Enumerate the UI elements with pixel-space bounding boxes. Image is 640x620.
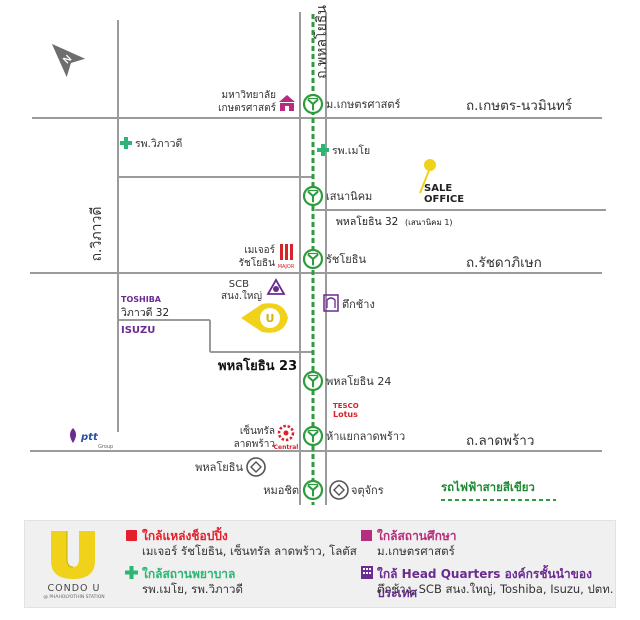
hospital-mayo-icon [317,144,329,156]
station-label-sena-nikhom: เสนานิคม [326,190,372,203]
road-label-latphrao: ถ.ลาดพร้าว [466,433,534,449]
central-logo-icon [277,424,295,442]
education-title: ใกล้สถานศึกษา [377,529,457,543]
station-label-kasetsart: ม.เกษตรศาสตร์ [326,98,400,111]
scb-logo-icon [266,278,286,295]
station-label-ratchayothin: รัชโยธิน [326,252,366,266]
hospital-title: ใกล้สถานพยาบาล [142,567,236,581]
tesco-logo-line1: TESCO [333,402,359,410]
condo-u-location-pin-icon: U [241,303,288,333]
scb-label-line1: SCB [229,279,249,290]
legend-panel: CONDO U @ PHAHOLYOTHIN STATION ใกล้แหล่ง… [24,520,616,608]
education-text: ม.เกษตรศาสตร์ [377,544,455,558]
scb-label-line2: สนง.ใหญ่ [221,290,262,302]
road-label-kaset-nawamin: ถ.เกษตร-นวมินทร์ [466,97,572,114]
university-icon [279,95,295,111]
tuek-chang-label: ตึกช้าง [342,298,375,311]
location-map: N ถ.พหลโยธิน ถ.วิภาวดี ถ.เกษตร-นวมินทร์ … [30,5,606,505]
mrt-phahonyothin-icon [246,457,266,477]
road-label-phahonyothin: ถ.พหลโยธิน [313,5,330,79]
road-label-phahonyothin23: พหลโยธิน 23 [218,357,297,374]
ptt-logo-icon [70,428,76,443]
university-label-line1: มหาวิทยาลัย [222,90,276,101]
central-label-line1: เซ็นทรัล [240,423,275,437]
road-network [30,12,606,505]
brand-name: CONDO U [47,583,101,594]
shopping-text: เมเจอร์ รัชโยธิน, เซ็นทรัล ลาดพร้าว, โลต… [142,544,357,558]
station-label-mochit: หมอชิต [263,484,299,497]
tesco-logo-line2: Lotus [333,410,358,419]
bts-station-ha-yaek-icon [302,425,324,447]
condo-u-logo-icon [51,531,95,579]
compass-icon: N [51,43,86,78]
hospital-label-vibhavadi: รพ.วิภาวดี [135,137,182,150]
ptt-sub-label: Group [98,444,113,450]
road-label-vibhavadi: ถ.วิภาวดี [89,207,105,262]
mrt-label-chatuchak: จตุจักร [351,484,384,497]
road-label-phahonyothin32-sub: (เสนานิคม 1) [405,218,453,227]
shopping-bag-icon [126,530,137,541]
ptt-label: ptt [80,432,99,443]
bts-station-mochit-icon [302,479,324,501]
education-icon [361,530,372,541]
hospital-vibhavadi-icon [120,137,132,149]
green-line-label: รถไฟฟ้าสายสีเขียว [441,480,535,494]
hospital-cross-icon [125,566,138,579]
tuek-chang-logo-icon [323,294,339,312]
hq-title: ใกล้ Head Quarters องค์กรชั้นนำของประเทศ [377,567,592,600]
university-label-line2: เกษตรศาสตร์ [218,102,276,114]
central-label-line2: ลาดพร้าว [234,438,275,450]
major-logo-text: MAJOR [278,264,295,270]
mrt-chatuchak-icon [329,480,349,500]
bts-station-phahonyothin24-icon [302,370,324,392]
toshiba-logo: TOSHIBA [121,295,162,304]
road-label-phahonyothin32: พหลโยธิน 32 [336,215,398,228]
hospital-label-mayo: รพ.เมโย [332,144,370,157]
major-label-line1: เมเจอร์ [244,244,275,256]
hospital-text: รพ.เมโย, รพ.วิภาวดี [142,582,243,596]
hq-text: ตึกช้าง, SCB สนง.ใหญ่, Toshiba, Isuzu, ป… [377,582,614,596]
brand-subtitle: @ PHAHOLYOTHIN STATION [43,595,105,600]
building-icon [361,566,373,579]
major-cineplex-logo-icon: MAJOR [278,244,295,270]
sale-office-label-line2: OFFICE [424,194,464,205]
sale-office-label-line1: SALE [424,183,452,194]
road-label-ratchadaphisek: ถ.รัชดาภิเษก [466,255,542,271]
central-logo-text: Central [274,444,299,451]
major-label-line2: รัชโยธิน [239,256,275,269]
sale-office-pin-icon [419,159,436,194]
bts-station-ratchayothin-icon [302,248,324,270]
station-label-phahonyothin24: พหลโยธิน 24 [326,374,391,388]
mrt-label-phahonyothin: พหลโยธิน [195,460,243,474]
isuzu-logo: ISUZU [121,325,155,336]
station-label-ha-yaek: ห้าแยกลาดพร้าว [326,430,405,443]
bts-station-kasetsart-icon [302,93,324,115]
bts-station-sena-nikhom-icon [302,185,324,207]
condo-u-pin-letter: U [266,312,275,325]
road-label-vibhavadi32: วิภาวดี 32 [121,306,169,319]
shopping-title: ใกล้แหล่งช็อปปิ้ง [142,529,228,543]
